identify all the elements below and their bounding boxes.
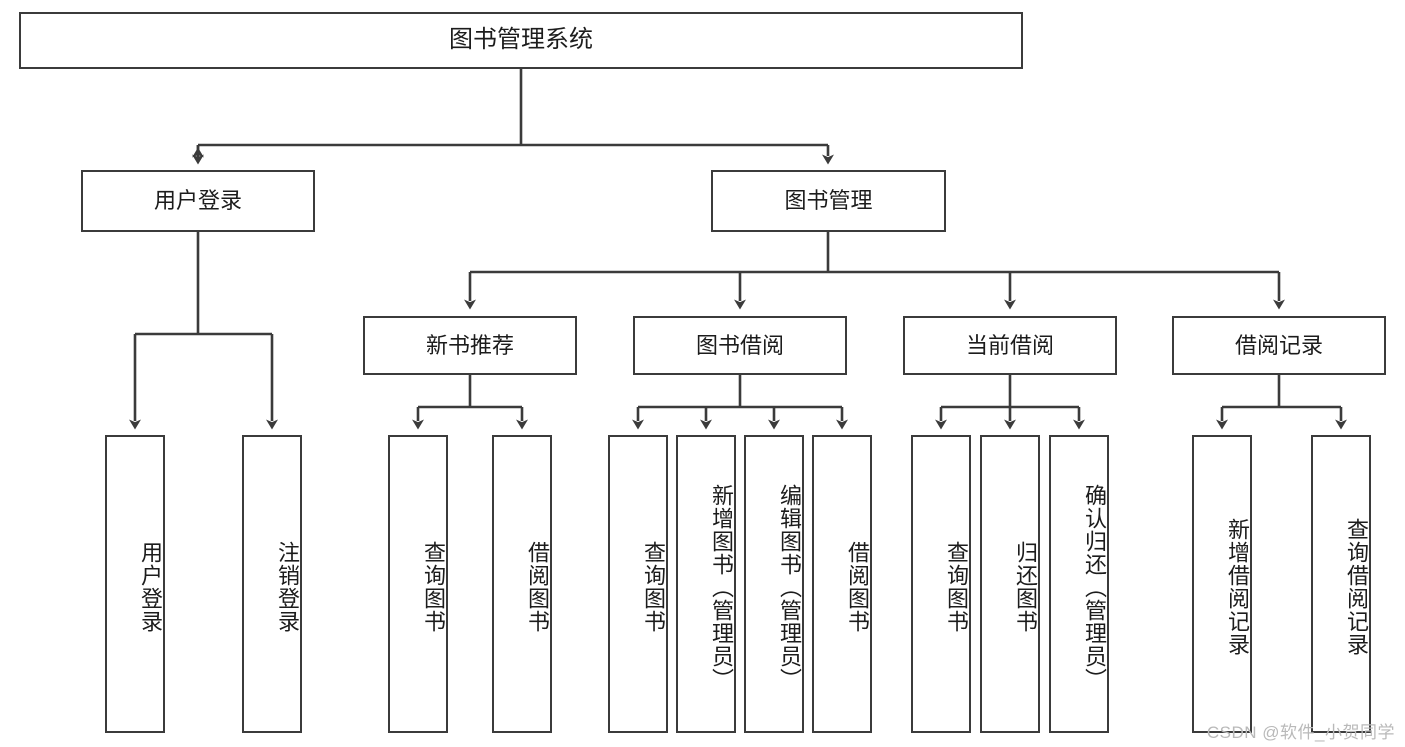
node-root-label: 图书管理系统 <box>449 26 593 54</box>
connectors-borrow-record-to-leaves <box>1216 375 1347 430</box>
connectors-book-borrow-to-leaves <box>632 375 848 430</box>
node-new-book-recommendation[interactable]: 新书推荐 <box>363 316 577 375</box>
leaf-borrow-record-1-label: 查询借阅记录 <box>1344 518 1369 656</box>
leaf-new-book-rec-1[interactable]: 借阅图书 <box>492 435 552 733</box>
node-book-borrowing[interactable]: 图书借阅 <box>633 316 847 375</box>
node-root[interactable]: 图书管理系统 <box>19 12 1023 69</box>
node-book-management-label: 图书管理 <box>784 188 873 214</box>
leaf-current-borrow-0-label: 查询图书 <box>944 541 969 633</box>
node-book-management[interactable]: 图书管理 <box>711 170 946 232</box>
leaf-user-login-1-label: 注销登录 <box>275 541 300 633</box>
leaf-book-borrow-3-label: 借阅图书 <box>845 541 870 633</box>
connectors-user-login-to-leaves <box>129 232 278 430</box>
connectors-current-borrow-to-leaves <box>935 375 1085 430</box>
node-user-login-label: 用户登录 <box>153 188 242 214</box>
leaf-book-borrow-0[interactable]: 查询图书 <box>608 435 668 733</box>
node-current-borrowing-label: 当前借阅 <box>965 332 1054 358</box>
leaf-book-borrow-1[interactable]: 新增图书（管理员） <box>676 435 736 733</box>
leaf-user-login-0-label: 用户登录 <box>138 541 163 633</box>
connectors-book-mgmt-to-level-3 <box>464 232 1285 310</box>
leaf-user-login-0[interactable]: 用户登录 <box>105 435 165 733</box>
leaf-book-borrow-2[interactable]: 编辑图书（管理员） <box>744 435 804 733</box>
leaf-current-borrow-0[interactable]: 查询图书 <box>911 435 971 733</box>
leaf-current-borrow-2[interactable]: 确认归还（管理员） <box>1049 435 1109 733</box>
node-user-login[interactable]: 用户登录 <box>81 170 315 232</box>
leaf-current-borrow-1-label: 归还图书 <box>1013 541 1038 633</box>
leaf-current-borrow-1[interactable]: 归还图书 <box>980 435 1040 733</box>
leaf-current-borrow-2-label: 确认归还（管理员） <box>1082 483 1107 691</box>
node-borrowing-record[interactable]: 借阅记录 <box>1172 316 1386 375</box>
leaf-new-book-rec-0-label: 查询图书 <box>421 541 446 633</box>
leaf-user-login-1[interactable]: 注销登录 <box>242 435 302 733</box>
connectors-level-1-to-2 <box>192 69 834 165</box>
node-borrowing-record-label: 借阅记录 <box>1234 332 1323 358</box>
leaf-borrow-record-0[interactable]: 新增借阅记录 <box>1192 435 1252 733</box>
leaf-book-borrow-1-label: 新增图书（管理员） <box>709 483 734 691</box>
leaf-borrow-record-1[interactable]: 查询借阅记录 <box>1311 435 1371 733</box>
leaf-new-book-rec-0[interactable]: 查询图书 <box>388 435 448 733</box>
node-current-borrowing[interactable]: 当前借阅 <box>903 316 1117 375</box>
node-book-borrowing-label: 图书借阅 <box>695 332 784 358</box>
leaf-book-borrow-0-label: 查询图书 <box>641 541 666 633</box>
leaf-new-book-rec-1-label: 借阅图书 <box>525 541 550 633</box>
leaf-book-borrow-2-label: 编辑图书（管理员） <box>777 483 802 691</box>
node-new-book-recommendation-label: 新书推荐 <box>425 332 514 358</box>
leaf-borrow-record-0-label: 新增借阅记录 <box>1225 518 1250 656</box>
leaf-book-borrow-3[interactable]: 借阅图书 <box>812 435 872 733</box>
connectors-new-book-rec-to-leaves <box>412 375 528 430</box>
